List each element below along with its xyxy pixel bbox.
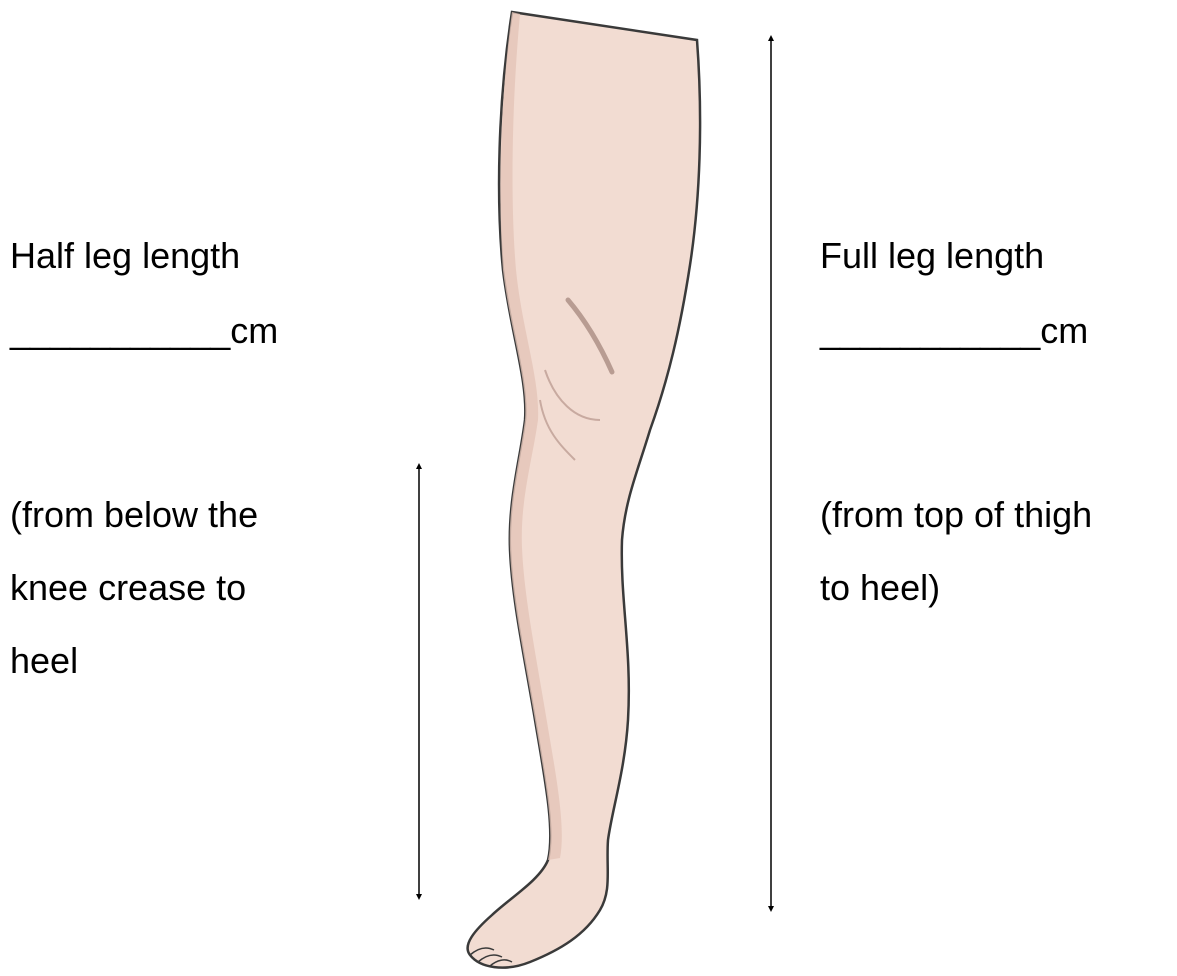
leg-illustration	[468, 12, 700, 968]
half-leg-description: (from below the knee crease to heel	[10, 478, 258, 697]
full-leg-measurement-blank: ___________cm	[820, 308, 1088, 353]
half-leg-description-line: (from below the	[10, 478, 258, 551]
full-leg-description: (from top of thigh to heel)	[820, 478, 1092, 624]
full-leg-description-line: to heel)	[820, 551, 1092, 624]
half-leg-title: Half leg length	[10, 233, 240, 278]
full-leg-title: Full leg length	[820, 233, 1044, 278]
half-leg-description-line: heel	[10, 624, 258, 697]
half-leg-measurement-blank: ___________cm	[10, 308, 278, 353]
half-leg-description-line: knee crease to	[10, 551, 258, 624]
full-leg-description-line: (from top of thigh	[820, 478, 1092, 551]
